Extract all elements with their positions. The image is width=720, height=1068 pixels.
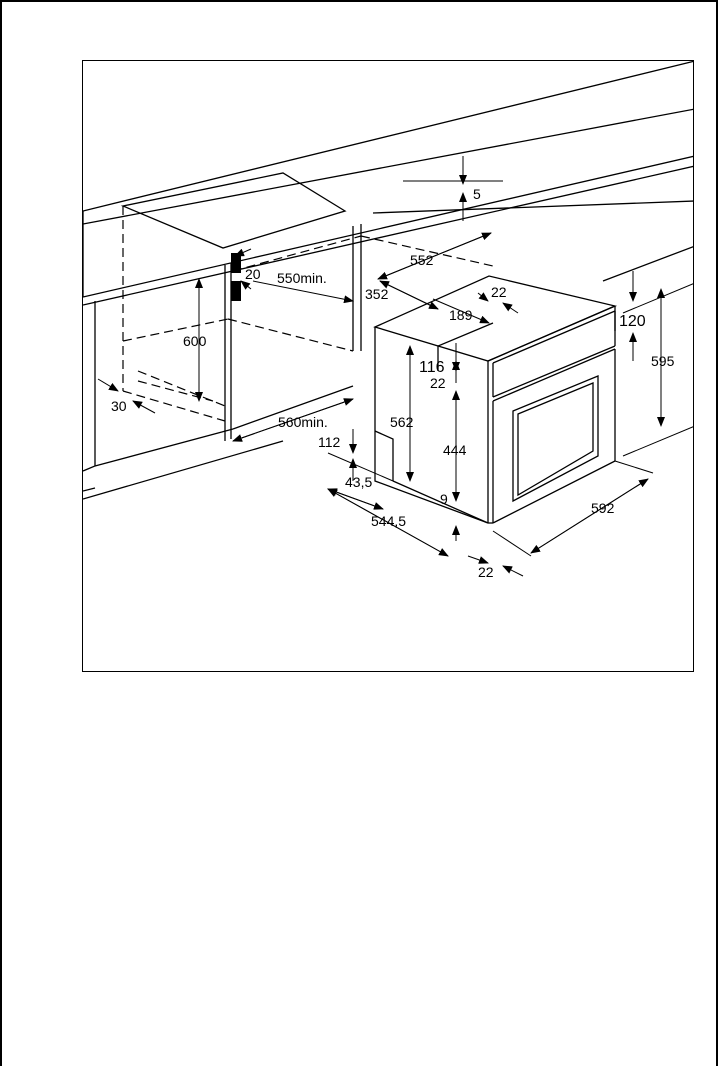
dim-min-depth: 550min.: [277, 270, 327, 286]
dim-front-overhang: 22: [478, 564, 494, 580]
dim-body-depth: 544,5: [371, 513, 406, 529]
dimension-lines: [97, 156, 693, 577]
dim-body-height: 562: [390, 414, 414, 430]
niche-outline: [122, 206, 494, 422]
dim-cutout-depth: 552: [410, 252, 434, 268]
oven: [373, 275, 618, 524]
dim-cutout-height: 600: [183, 333, 207, 349]
dim-overall-width: 592: [591, 500, 615, 516]
dim-gap-top: 5: [473, 186, 481, 202]
dim-step-depth: 43,5: [345, 474, 372, 490]
countertop: [83, 61, 693, 306]
installation-diagram: 5 552 352 189 22 120 595 600 20 550min. …: [82, 60, 694, 672]
hob: [120, 172, 347, 249]
dim-panel-height: 116: [419, 359, 445, 376]
dim-rear-gap: 22: [491, 284, 507, 300]
mounting-brackets: [231, 253, 241, 301]
dim-door-height: 444: [443, 442, 467, 458]
dim-rear-offset: 189: [449, 307, 473, 323]
dim-bracket: 20: [245, 266, 261, 282]
dim-min-width: 560min.: [278, 414, 328, 430]
cabinet: [83, 200, 693, 500]
dim-top-offset: 352: [365, 286, 389, 302]
oven-lower-step: [374, 430, 489, 524]
dim-overall-height: 595: [651, 353, 675, 369]
dim-panel-gap: 22: [430, 375, 446, 391]
dimension-labels: 5 552 352 189 22 120 595 600 20 550min. …: [111, 186, 675, 580]
dim-side-gap: 30: [111, 398, 127, 414]
dim-bottom-gap: 9: [440, 491, 448, 507]
oven-dimension-drawing: 5 552 352 189 22 120 595 600 20 550min. …: [83, 61, 693, 580]
dim-lower-step: 112: [318, 434, 341, 450]
dim-front-height: 120: [619, 313, 646, 330]
